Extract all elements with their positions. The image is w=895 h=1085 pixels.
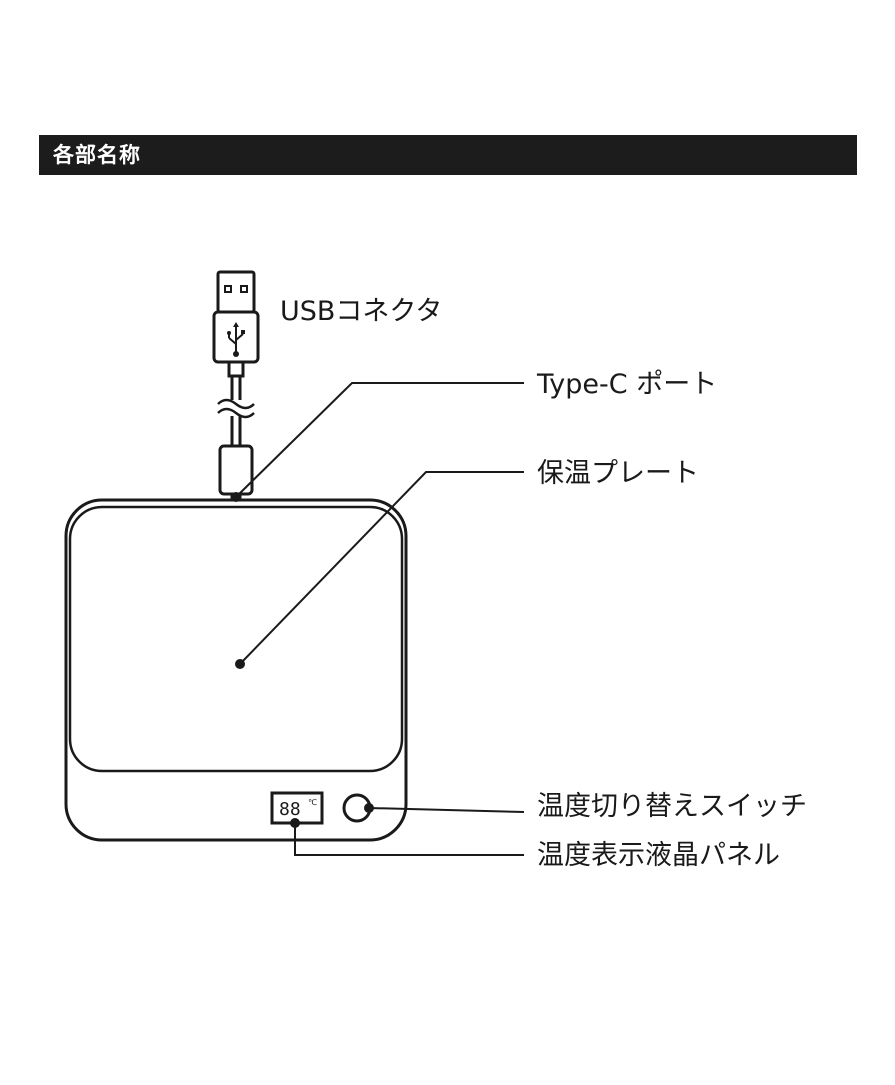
leader-dots bbox=[231, 492, 374, 828]
usb-connector-contact-left bbox=[224, 285, 232, 293]
leader-lcd-panel bbox=[294, 823, 524, 856]
dot-warming-plate bbox=[235, 659, 245, 669]
lcd-digits: 88 bbox=[279, 799, 301, 820]
lcd-unit: ℃ bbox=[308, 798, 317, 807]
warming-plate bbox=[68, 505, 404, 773]
usb-cable bbox=[227, 360, 245, 446]
leader-type-c-port bbox=[235, 382, 524, 498]
leader-lines bbox=[235, 382, 525, 856]
dot-temp-switch bbox=[364, 803, 374, 813]
usb-icon bbox=[227, 322, 245, 357]
section-title: 各部名称 bbox=[53, 143, 141, 167]
warmer-body bbox=[64, 498, 408, 842]
label-usb-connector: USBコネクタ bbox=[280, 296, 442, 327]
label-temp-switch: 温度切り替えスイッチ bbox=[537, 791, 807, 822]
usb-connector-contact-right bbox=[240, 285, 248, 293]
label-type-c-port: Type-C ポート bbox=[536, 369, 717, 400]
dot-type-c-port bbox=[231, 492, 241, 502]
label-temp-lcd-panel: 温度表示液晶パネル bbox=[537, 840, 780, 871]
leader-warming-plate bbox=[239, 471, 524, 665]
type-c-plug bbox=[218, 444, 254, 500]
cable-break-icon bbox=[217, 398, 255, 419]
usb-connector-head bbox=[216, 270, 256, 314]
section-header: 各部名称 bbox=[39, 135, 857, 175]
label-warming-plate: 保温プレート bbox=[537, 458, 699, 489]
dot-lcd-panel bbox=[290, 818, 300, 828]
usb-strain-relief bbox=[227, 360, 245, 378]
leader-temp-switch bbox=[368, 807, 525, 813]
